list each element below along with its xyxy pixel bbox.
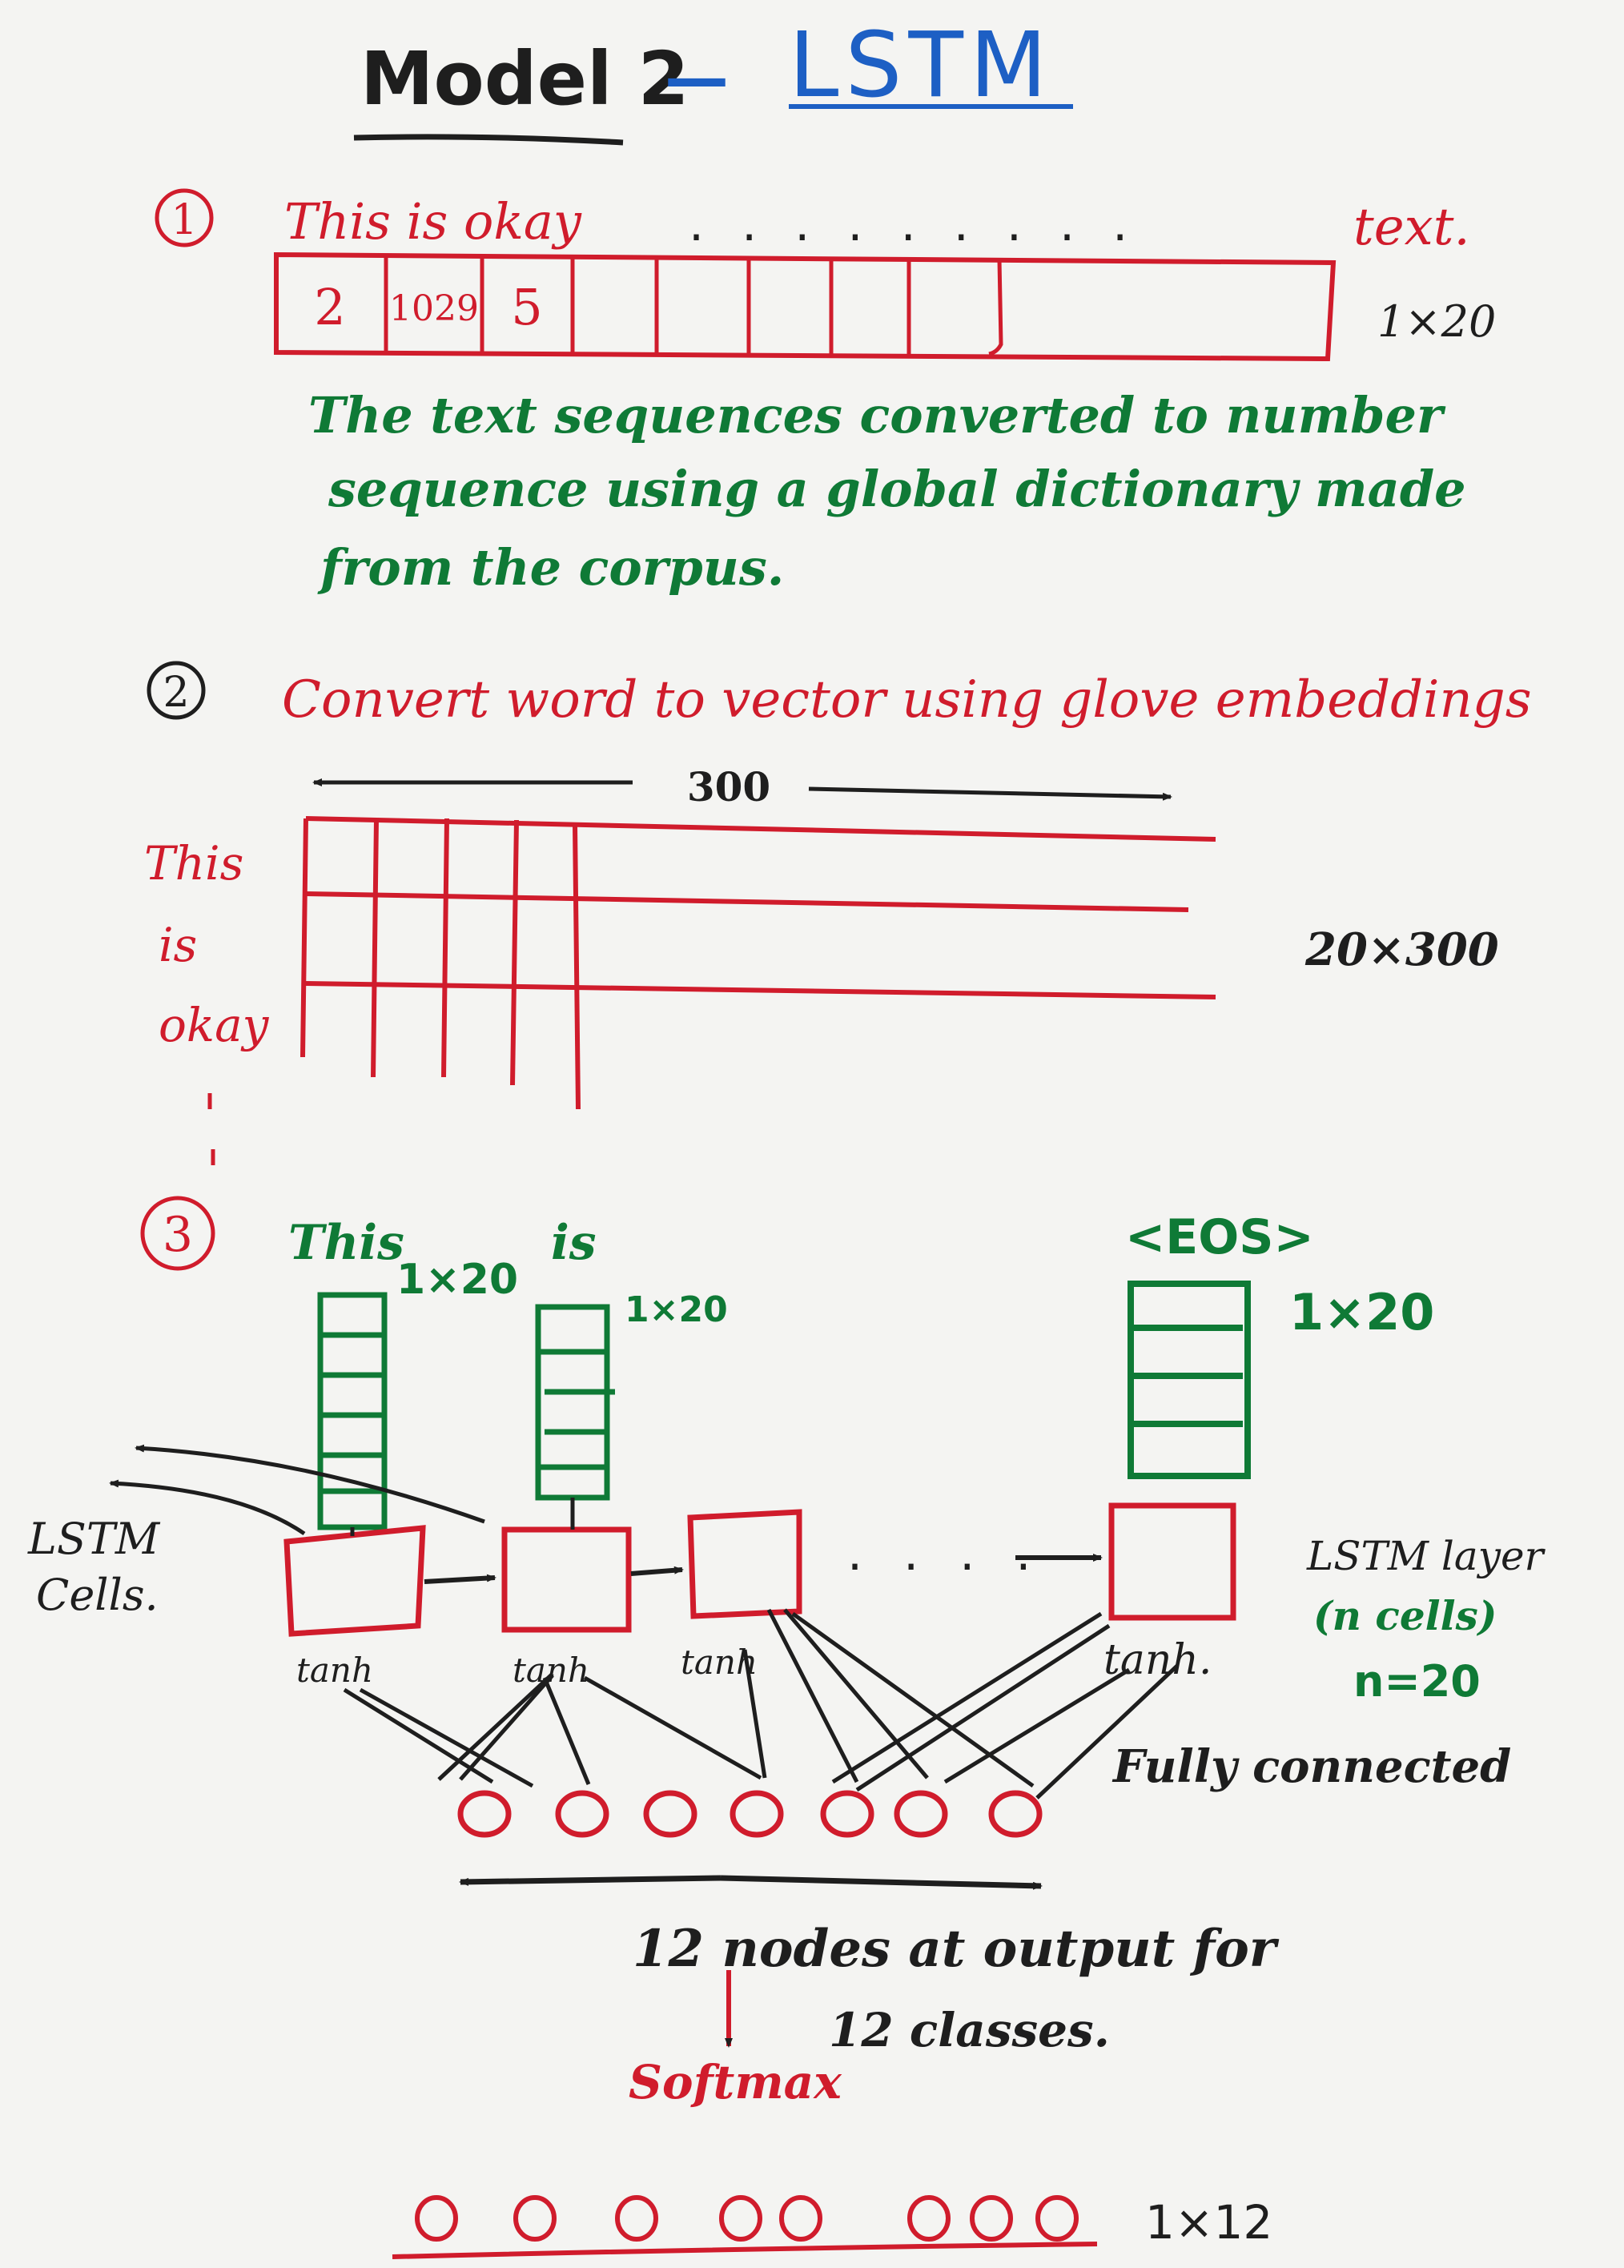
nodes-span-arrow-left <box>459 1875 722 1886</box>
input-to-cell-links <box>350 1498 575 1536</box>
input-word-eos: <EOS> <box>1125 1209 1314 1265</box>
embedding-matrix <box>300 816 1216 1110</box>
recurrent-connections <box>424 1554 1103 1584</box>
layer-label-line-3: n=20 <box>1353 1656 1481 1707</box>
layer-label-line-1: LSTM layer <box>1306 1533 1546 1579</box>
title-underline <box>353 134 624 146</box>
output-node <box>457 1790 512 1838</box>
step1-number: 1 <box>171 196 197 244</box>
final-output-node <box>513 2195 557 2242</box>
matrix-row-word-3: okay <box>159 998 270 1052</box>
step1-dots: . . . . . . . . . <box>689 196 1139 252</box>
title-dash: — <box>665 41 729 115</box>
step1-note-line-2: sequence using a global dictionary made <box>328 460 1466 518</box>
title-model: Model 2 <box>360 36 689 122</box>
matrix-row-word-2: is <box>159 918 197 972</box>
step2-number: 2 <box>163 669 189 717</box>
input-vector-eos <box>1128 1281 1251 1479</box>
step1-number-circle <box>155 188 214 247</box>
dim-arrow-right <box>808 786 1172 801</box>
output-note-line-2: 12 classes. <box>829 2003 1110 2057</box>
input-word-is: is <box>551 1215 597 1271</box>
step1-note-line-3: from the corpus. <box>317 538 784 597</box>
lstm-cell-2 <box>501 1526 632 1633</box>
input-vector-is <box>535 1304 615 1501</box>
fc-label: Fully connected <box>1111 1740 1511 1793</box>
lstm-cell-n <box>1108 1502 1236 1621</box>
final-output-underline <box>392 2242 1098 2259</box>
step2-number-circle <box>147 661 206 720</box>
input-vector-this <box>317 1292 388 1530</box>
dim-label: 300 <box>687 763 770 810</box>
step2-shape: 20×300 <box>1304 923 1499 976</box>
cells-label-line-2: Cells. <box>36 1570 159 1620</box>
step2-heading: Convert word to vector using glove embed… <box>282 670 1532 730</box>
final-output-node <box>1035 2195 1079 2242</box>
final-output-node <box>970 2195 1013 2242</box>
input-shape-eos: 1×20 <box>1289 1283 1434 1341</box>
input-word-this: This <box>288 1215 404 1271</box>
final-output-node <box>615 2195 658 2242</box>
final-output-vector <box>415 2195 1079 2242</box>
output-note-line-1: 12 nodes at output for <box>633 1919 1280 1979</box>
output-node <box>988 1790 1043 1838</box>
nodes-span-arrow-right <box>720 1875 1043 1890</box>
fully-connected-lines <box>343 1608 1179 1800</box>
step1-shape: 1×20 <box>1377 296 1496 347</box>
final-output-node <box>415 2195 458 2242</box>
input-shape-this: 1×20 <box>396 1256 518 1304</box>
output-node <box>730 1790 784 1838</box>
cells-label-line-1: LSTM <box>27 1514 161 1564</box>
chain-dots: . . . . <box>847 1526 1044 1582</box>
token-cell-2: 1029 <box>389 288 479 329</box>
layer-label-line-2: (n cells) <box>1313 1592 1497 1639</box>
cells-label-arrows <box>109 1444 485 1536</box>
final-shape: 1×12 <box>1145 2195 1272 2250</box>
step1-end-label: text. <box>1353 198 1470 257</box>
output-node <box>820 1790 874 1838</box>
softmax-label: Softmax <box>629 2055 842 2109</box>
output-node <box>643 1790 697 1838</box>
tanh-label-2: tanh <box>513 1651 589 1690</box>
tanh-label-1: tanh <box>296 1651 373 1690</box>
step1-sentence: This is okay <box>284 192 582 251</box>
output-node <box>894 1790 948 1838</box>
final-output-node <box>719 2195 762 2242</box>
token-sequence-box <box>274 251 1337 362</box>
matrix-continuation-marks <box>207 1093 215 1165</box>
final-output-node <box>907 2195 951 2242</box>
token-cell-3: 5 <box>511 278 542 336</box>
step3-number: 3 <box>163 1207 193 1263</box>
title-lstm: LSTM <box>789 14 1054 118</box>
token-cell-1: 2 <box>314 278 345 336</box>
lstm-cell-3 <box>687 1509 802 1619</box>
final-output-node <box>779 2195 822 2242</box>
matrix-row-word-1: This <box>144 836 243 891</box>
step1-note-line-1: The text sequences converted to number <box>308 386 1446 444</box>
output-node <box>555 1790 609 1838</box>
lstm-cell-1 <box>283 1525 426 1637</box>
step3-number-circle <box>140 1196 215 1271</box>
output-nodes <box>457 1790 1043 1838</box>
input-shape-is: 1×20 <box>625 1289 728 1330</box>
